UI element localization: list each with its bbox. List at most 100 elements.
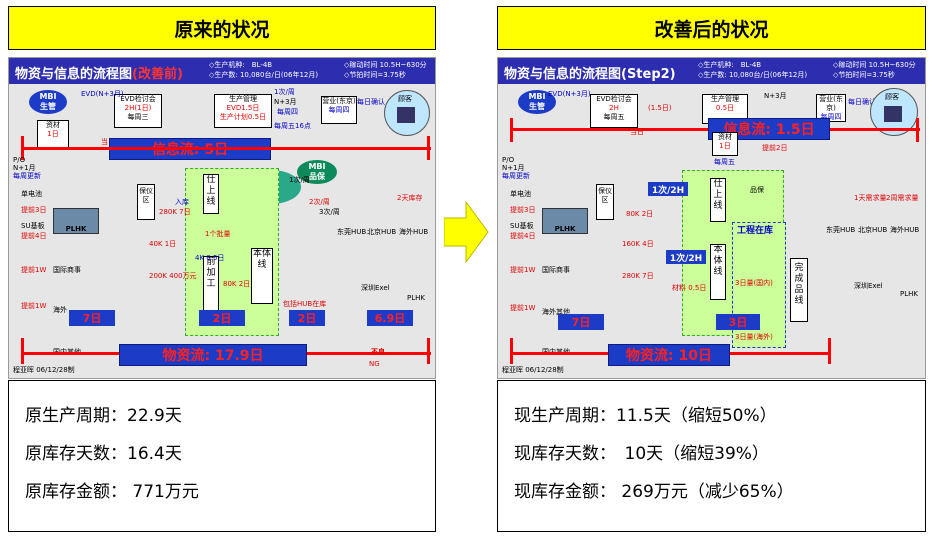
right-side-4d: 提前4日	[510, 232, 536, 240]
right-inv-160k: 160K 4日	[622, 240, 654, 248]
left-label-ng: 2次/周	[309, 198, 330, 206]
left-station-body: 本体线	[251, 248, 273, 304]
right-label-qa: 品保	[750, 186, 764, 194]
left-production-mgmt-box: 生产管理 EVD1.5日 生产计划0.5日	[214, 94, 272, 128]
left-info-2: ◇稼动时间 10.5H~630分	[344, 61, 427, 69]
left-side-su: SU基板	[21, 222, 45, 230]
right-info-1: ◇生产机种: BL-4B	[698, 61, 762, 69]
left-inv-40k: 包括HUB在库	[283, 300, 327, 308]
left-side-n1: N+1月	[13, 164, 36, 172]
left-seg-6-9d: 6.9日	[367, 310, 413, 326]
right-label-n3: N+3月	[764, 92, 787, 100]
left-hub-plhk: PLHK	[407, 294, 425, 302]
left-material-half: 1个批量	[205, 230, 231, 238]
left-mbi-qa-badge: MBI 品保	[297, 160, 337, 184]
left-customer-icon: 顾客	[384, 90, 430, 136]
right-tag-2: 1次/2H	[666, 250, 706, 264]
left-info-flow-line	[21, 147, 431, 150]
right-hub-shenzhen: 深圳Exel	[854, 282, 883, 290]
left-side-1w-b: 提前1W	[21, 302, 47, 310]
right-diagram: 物资与信息的流程图(Step2) ◇生产机种: BL-4B ◇稼动时间 10.5…	[497, 57, 926, 379]
right-sales-box: 营业(东京) 每周四	[816, 94, 846, 122]
right-info-flow-tick-left	[510, 118, 513, 142]
left-info-4: ◇节拍时间=3.75秒	[344, 71, 406, 79]
left-hub-beijing: 北京HUB	[367, 228, 397, 236]
left-inv-200k: 不良	[371, 348, 385, 356]
left-inv-4k: 80K 2日	[223, 280, 251, 288]
transition-arrow-icon	[444, 200, 489, 264]
right-material-half: 材料 0.5日	[672, 284, 707, 292]
right-info-3: ◇生产数: 10,080台/日(06年12月)	[698, 71, 808, 79]
right-stat-cycle: 现生产周期：11.5天（缩短50%）	[514, 406, 777, 426]
left-side-intl: 国际商事	[53, 266, 81, 274]
left-seg-2d-a: 2日	[199, 310, 245, 326]
left-mbi-badge: MBI 生管	[29, 90, 67, 114]
left-info-flow-tick-right	[427, 136, 430, 160]
right-inv-280k: 280K 7日	[622, 272, 654, 280]
right-material-tick-right	[828, 338, 831, 364]
left-materials-box: 资材 1日	[37, 120, 69, 148]
left-label-n3: N+3月	[274, 98, 297, 106]
right-side-3d: 提前3日	[510, 206, 536, 214]
left-stat-inv-amount: 原库存金额： 771万元	[25, 482, 199, 502]
right-side-intl: 国际商事	[542, 266, 570, 274]
right-side-overseas: 海外其他	[542, 308, 570, 316]
left-inv-80k: 280K 7日	[159, 208, 191, 216]
right-station-bonded: 保仪区	[596, 184, 614, 220]
right-title: 改善后的状况	[497, 6, 926, 50]
left-hub-shenzhen: 深圳Exel	[361, 284, 390, 292]
right-hub-2week: 2周需求量	[886, 194, 919, 202]
left-label-10h: 4K 0.5日	[195, 254, 225, 262]
right-side-po: P/O	[502, 156, 515, 164]
left-factory-plhk: PLHK	[53, 208, 99, 234]
right-info-flow-bar: 信息流: 1.5日	[708, 118, 830, 140]
right-inv-80k: 80K 2日	[626, 210, 654, 218]
right-material-tick-left	[510, 338, 513, 364]
right-material-flow-bar: 物资流: 10日	[608, 344, 730, 366]
left-title: 原来的状况	[8, 6, 436, 50]
left-station-finishing: 仕上线	[203, 174, 219, 214]
left-inv-hub: NG	[369, 360, 380, 368]
right-label-2d-ahead: 提前2日	[762, 144, 788, 152]
left-seg-2d-b: 2日	[289, 310, 325, 326]
right-side-n1: N+1月	[502, 164, 525, 172]
left-side-3d: 提前3日	[21, 206, 47, 214]
right-station-finishing: 仕上线	[710, 178, 726, 222]
left-label-evd: EVD(N+3月)	[81, 90, 124, 98]
left-sales-box: 营业(东京) 每周四	[321, 96, 357, 124]
left-hub-demand: 2天库存	[397, 194, 423, 202]
right-diagram-header: 物资与信息的流程图(Step2) ◇生产机种: BL-4B ◇稼动时间 10.5…	[498, 58, 925, 84]
left-side-4d: 提前4日	[21, 232, 47, 240]
left-side-cell: 单电池	[21, 190, 42, 198]
right-seg-7d: 7日	[558, 314, 604, 330]
right-station-body: 本体线	[710, 244, 726, 300]
right-station-finished-line: 完成品线	[790, 258, 808, 322]
right-hub-beijing: 北京HUB	[858, 226, 888, 234]
left-info-3: ◇生产数: 10,080台/日(06年12月)	[209, 71, 319, 79]
right-hub-dongguan: 东莞HUB	[826, 226, 856, 234]
left-inv-280k: 200K 400万元	[149, 272, 197, 280]
left-side-po: P/O	[13, 156, 26, 164]
left-station-preprocess: 前加工	[203, 256, 219, 312]
right-info-flow-tick-right	[916, 118, 919, 142]
left-label-defect: 3次/周	[319, 208, 340, 216]
left-diagram: 物资与信息的流程图(改善前) ◇生产机种: BL-4B ◇稼动时间 10.5H~…	[8, 57, 436, 379]
right-hub-1day: 1天需求量	[854, 194, 887, 202]
left-material-flow-bar: 物资流: 17.9日	[119, 344, 307, 366]
left-material-tick-right	[427, 338, 430, 364]
right-label-evd: EVD(N+3月)	[548, 90, 591, 98]
left-side-1w-a: 提前1W	[21, 266, 47, 274]
right-tag-1: 1次/2H	[648, 182, 688, 196]
right-hub-plhk: PLHK	[900, 290, 918, 298]
right-hub-overseas: 海外HUB	[890, 226, 920, 234]
right-label-daily: 每日确认	[848, 98, 876, 106]
right-side-cell: 单电池	[510, 190, 531, 198]
left-label-1x-week: 1次/周	[274, 88, 295, 96]
left-side-weekly: 每周更新	[13, 172, 41, 180]
left-hub-dongguan: 东莞HUB	[337, 228, 367, 236]
right-label-1-5d: (1.5日)	[648, 104, 672, 112]
right-side-1w-b: 提前1W	[510, 304, 536, 312]
left-label-16h: 入库	[175, 198, 189, 206]
left-diagram-header: 物资与信息的流程图(改善前) ◇生产机种: BL-4B ◇稼动时间 10.5H~…	[9, 58, 435, 84]
left-stat-inv-days: 原库存天数：16.4天	[25, 444, 182, 464]
